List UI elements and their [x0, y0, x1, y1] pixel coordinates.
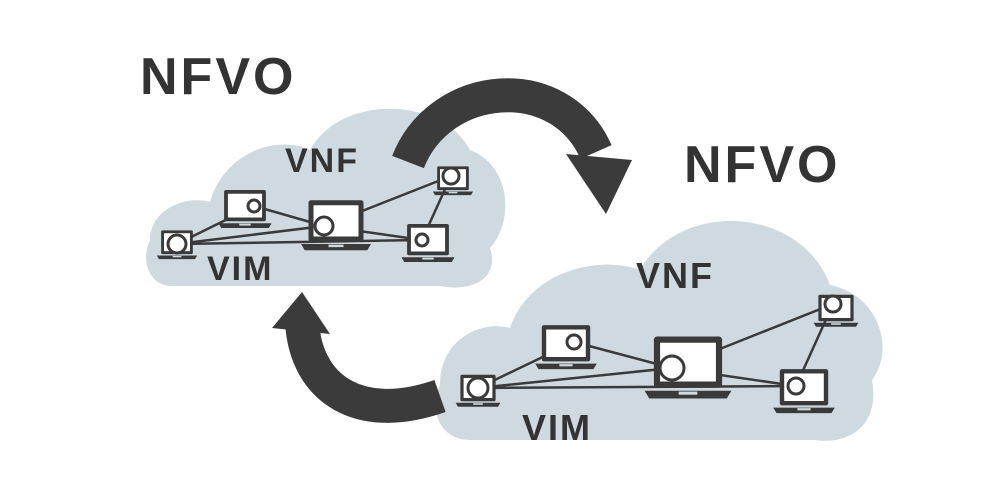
cloud-1-vnf-label: VNF: [285, 142, 359, 180]
node-hub: [246, 198, 262, 214]
arrow-bottom-head: [272, 292, 330, 334]
cloud-1: NFVO VNF VIM: [140, 48, 506, 288]
node-hub: [414, 232, 430, 248]
arrow-top-head: [566, 154, 632, 214]
cloud-2-vim-label: VIM: [522, 407, 592, 448]
node-hub: [823, 294, 843, 314]
arrow-top: [392, 78, 612, 170]
node-hub: [658, 354, 686, 382]
arrow-bottom: [285, 320, 446, 423]
cloud-2-nfvo-label: NFVO: [684, 136, 840, 194]
node-hub: [441, 166, 461, 186]
node-hub: [565, 333, 583, 351]
node-hub: [166, 233, 188, 255]
cloud-2-vnf-label: VNF: [636, 255, 714, 296]
node-hub: [466, 376, 490, 400]
cloud-1-nfvo-label: NFVO: [140, 48, 296, 106]
cloud-2-hubs: [466, 294, 843, 400]
node-hub: [313, 215, 335, 237]
cycle-arrows: [272, 78, 632, 423]
cloud-1-hubs: [166, 166, 461, 255]
cloud-1-vim-label: VIM: [207, 250, 273, 288]
node-hub: [786, 376, 806, 396]
cloud-2: NFVO VNF VIM: [435, 136, 883, 448]
